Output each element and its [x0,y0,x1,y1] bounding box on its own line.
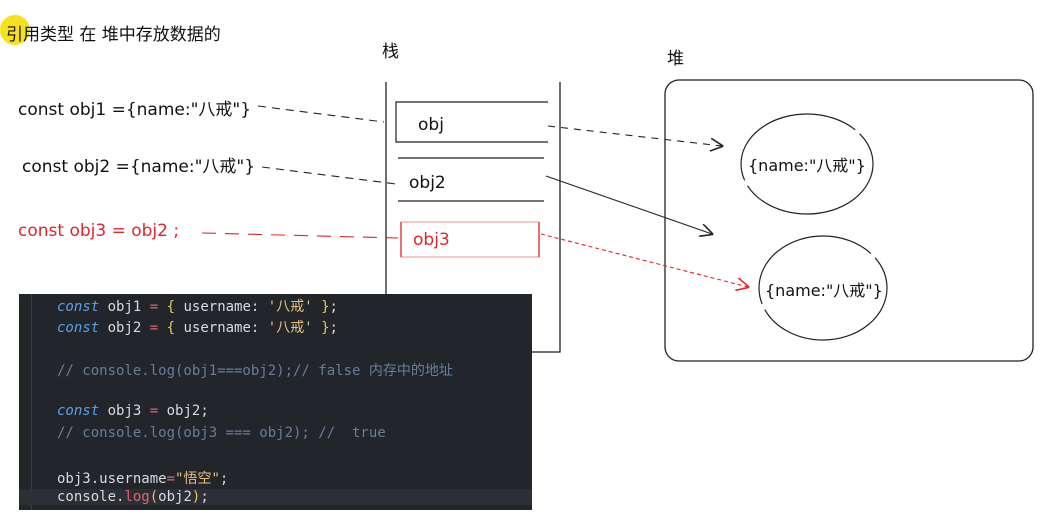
stack-slot-obj2-label: obj2 [409,173,446,193]
editor-line-3: // console.log(obj1===obj2);// false 内存中… [57,363,453,379]
code-line-obj1: const obj1 ={name:"八戒"} [18,100,252,120]
heap-container [664,79,1034,362]
editor-line-2: const obj2 = { username: '八戒' }; [57,320,338,336]
diagram-title: 引用类型 在 堆中存放数据的 [6,25,221,45]
stack-label: 栈 [382,42,399,62]
arrow-stack-obj2-to-heap2 [545,175,712,234]
cursor-highlight [0,15,30,45]
stack-slot-obj-box [395,101,548,143]
arrow-obj3-to-stack [201,232,399,239]
arrow-obj2-to-stack [261,166,397,185]
code-line-obj2: const obj2 ={name:"八戒"} [22,157,256,177]
editor-line-5: // console.log(obj3 === obj2); // true [57,425,386,441]
editor-line-1: const obj1 = { username: '八戒' }; [57,299,338,315]
heap-object-2-label: {name:"八戒"} [765,281,883,300]
code-editor-panel: const obj1 = { username: '八戒' }; const o… [19,294,532,510]
stack-slot-obj-label: obj [418,115,444,135]
code-line-obj3: const obj3 = obj2 ; [18,221,180,241]
heap-object-1-label: {name:"八戒"} [748,156,866,175]
arrow-stack-obj3-to-heap2 [540,233,748,287]
arrow-stack-obj-to-heap1 [547,125,722,146]
stack-slot-obj3-label: obj3 [413,230,450,250]
heap-label: 堆 [667,49,684,69]
indent-guide [31,294,32,510]
editor-line-6: obj3.username="悟空"; [57,471,229,487]
editor-line-7-current: console.log(obj2); [19,489,532,505]
heap-object-1-ellipse [740,113,874,215]
editor-line-4: const obj3 = obj2; [57,403,209,419]
heap-object-2-ellipse [758,235,888,341]
arrow-obj1-to-stack [257,105,385,123]
